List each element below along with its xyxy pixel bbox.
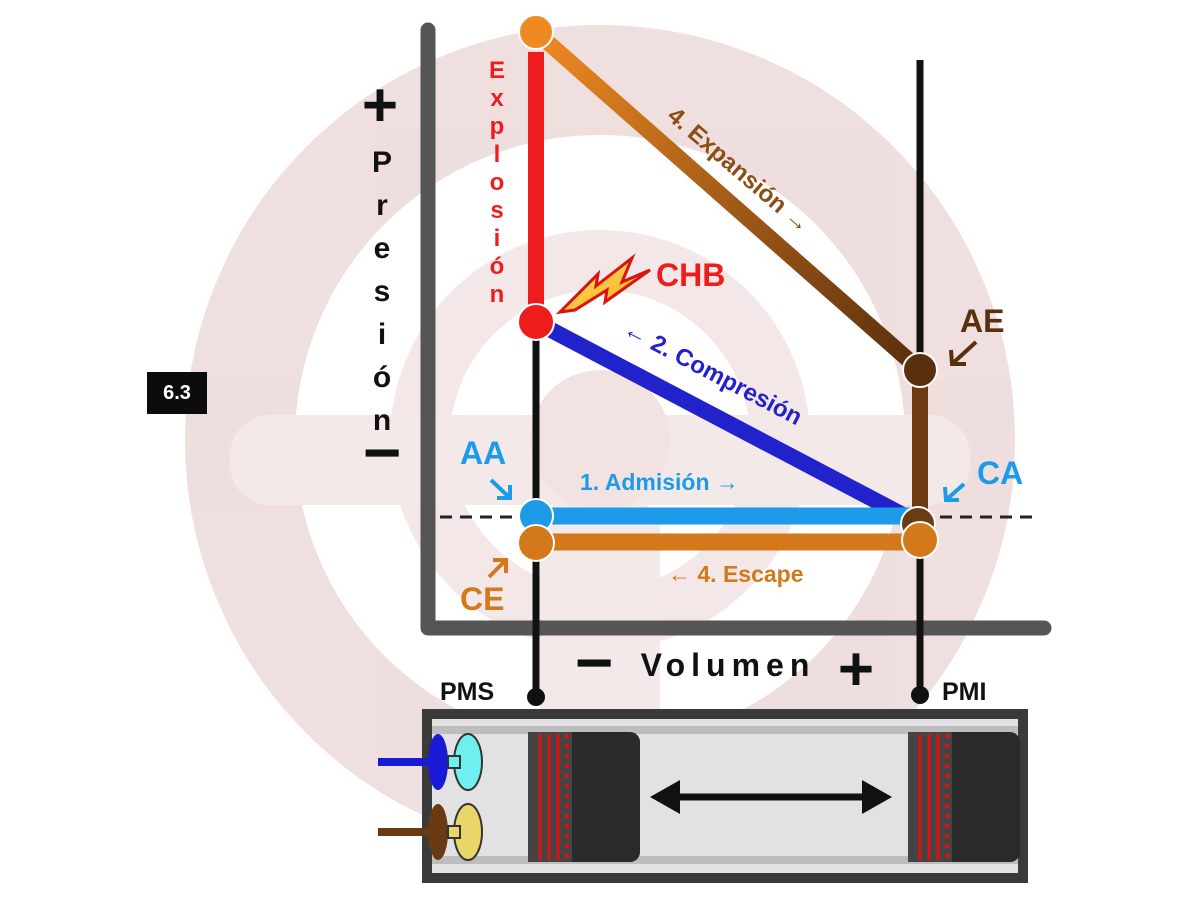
- explosion-letter: o: [490, 169, 505, 196]
- ce-label: CE: [460, 581, 504, 617]
- expansion-top-node: [518, 14, 554, 50]
- pms-dot: [527, 688, 545, 706]
- y-axis-title-letter: P: [372, 146, 392, 179]
- escape-node-right: [901, 521, 939, 559]
- explosion-letter: n: [490, 281, 505, 308]
- ce-node-left: [517, 524, 555, 562]
- aa-label: AA: [460, 435, 506, 471]
- piston-pms: [528, 732, 640, 862]
- exhaust-valve-icon: [378, 803, 483, 861]
- pressure-axis: [420, 22, 1052, 636]
- intake-valve-icon: [378, 733, 483, 791]
- ce-arrow-icon: [487, 558, 508, 579]
- explosion-letter: s: [490, 197, 503, 224]
- aa-arrow-icon: [489, 478, 512, 500]
- y-axis-title-letter: n: [373, 404, 391, 437]
- y-axis-title-letter: s: [374, 275, 391, 308]
- x-axis-title: Volumen: [641, 647, 816, 683]
- expansion-line: [528, 24, 928, 378]
- explosion-letter: ó: [490, 253, 505, 280]
- ca-arrow-icon: [943, 482, 966, 502]
- y-axis-title-letter: e: [374, 232, 391, 265]
- piston-pmi: [908, 732, 1020, 862]
- compression-line: [528, 314, 928, 532]
- x-plus-sign: +: [838, 635, 874, 704]
- pms-label: PMS: [440, 678, 494, 706]
- y-plus-sign: +: [362, 71, 398, 140]
- x-minus-sign: −: [575, 625, 614, 699]
- ae-arrow-icon: [949, 340, 978, 366]
- escape-label: ← 4. Escape: [668, 561, 804, 587]
- pmi-dot: [911, 686, 929, 704]
- explosion-node: [517, 303, 555, 341]
- y-axis-title-letter: r: [376, 189, 388, 222]
- y-axis-title-letter: ó: [373, 361, 391, 394]
- ca-label: CA: [977, 455, 1023, 491]
- ae-label: AE: [960, 303, 1004, 339]
- chb-label: CHB: [656, 257, 725, 293]
- explosion-letter: E: [489, 57, 505, 84]
- explosion-letter: x: [490, 85, 504, 112]
- figure-number-badge: 6.3: [147, 372, 207, 414]
- double-arrow-icon: [650, 780, 892, 814]
- explosion-letter: l: [494, 141, 501, 168]
- admission-label: 1. Admisión →: [580, 469, 739, 495]
- explosion-letter: i: [494, 225, 501, 252]
- y-minus-sign: −: [363, 415, 402, 489]
- y-axis-title-letter: i: [378, 318, 386, 351]
- ae-node: [902, 352, 938, 388]
- pmi-label: PMI: [942, 678, 986, 706]
- lightning-bolt-icon: [555, 253, 651, 315]
- explosion-letter: p: [490, 113, 505, 140]
